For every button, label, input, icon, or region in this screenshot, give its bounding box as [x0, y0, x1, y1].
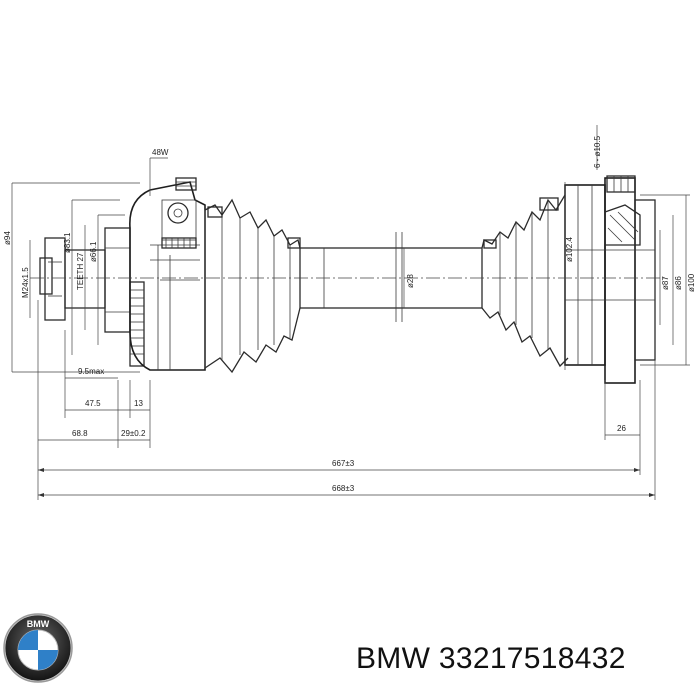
dim-teeth: TEETH 27: [76, 252, 85, 290]
dim-phi87: ø87: [661, 276, 670, 290]
dimension-labels: 667±3 668±3 68.8 29±0.2 47.5 13 9.5max 2…: [3, 135, 696, 493]
dim-phi100: ø100: [687, 273, 696, 292]
logo-roundel: [17, 629, 59, 671]
shaft-bar: [299, 232, 483, 322]
dim-phi10-5: 6 - ø10.5: [593, 135, 602, 168]
dimension-lines: [11, 125, 690, 500]
dim-phi28: ø28: [406, 274, 415, 288]
part-caption: BMW 33217518432: [356, 642, 626, 676]
brand-label: BMW: [356, 642, 431, 675]
dim-9-5: 9.5max: [78, 367, 104, 376]
dim-phi86: ø86: [674, 276, 683, 290]
right-boot: [481, 194, 569, 368]
dim-68-8: 68.8: [72, 429, 88, 438]
dim-thread: M24x1.5: [21, 267, 30, 298]
dim-phi94: ø94: [3, 231, 12, 245]
left-boot: [204, 198, 301, 374]
dim-47-5: 47.5: [85, 399, 101, 408]
dim-26: 26: [617, 424, 626, 433]
dim-length-inner: 667±3: [332, 459, 355, 468]
right-cv-joint: [564, 175, 656, 384]
bmw-logo-icon: BMW: [3, 613, 73, 683]
dim-phi102-4: ø102.4: [565, 237, 574, 262]
dim-phi83-1: ø83.1: [63, 232, 72, 253]
logo-letters: BMW: [27, 619, 50, 629]
left-cv-joint: [39, 177, 206, 371]
dim-phi66-1: ø66.1: [89, 241, 98, 262]
abs-ring: [129, 281, 145, 367]
dim-48w: 48W: [152, 148, 169, 157]
dim-length-overall: 668±3: [332, 484, 355, 493]
dim-29: 29±0.2: [121, 429, 146, 438]
dim-13: 13: [134, 399, 143, 408]
part-number-label: 33217518432: [438, 642, 626, 675]
